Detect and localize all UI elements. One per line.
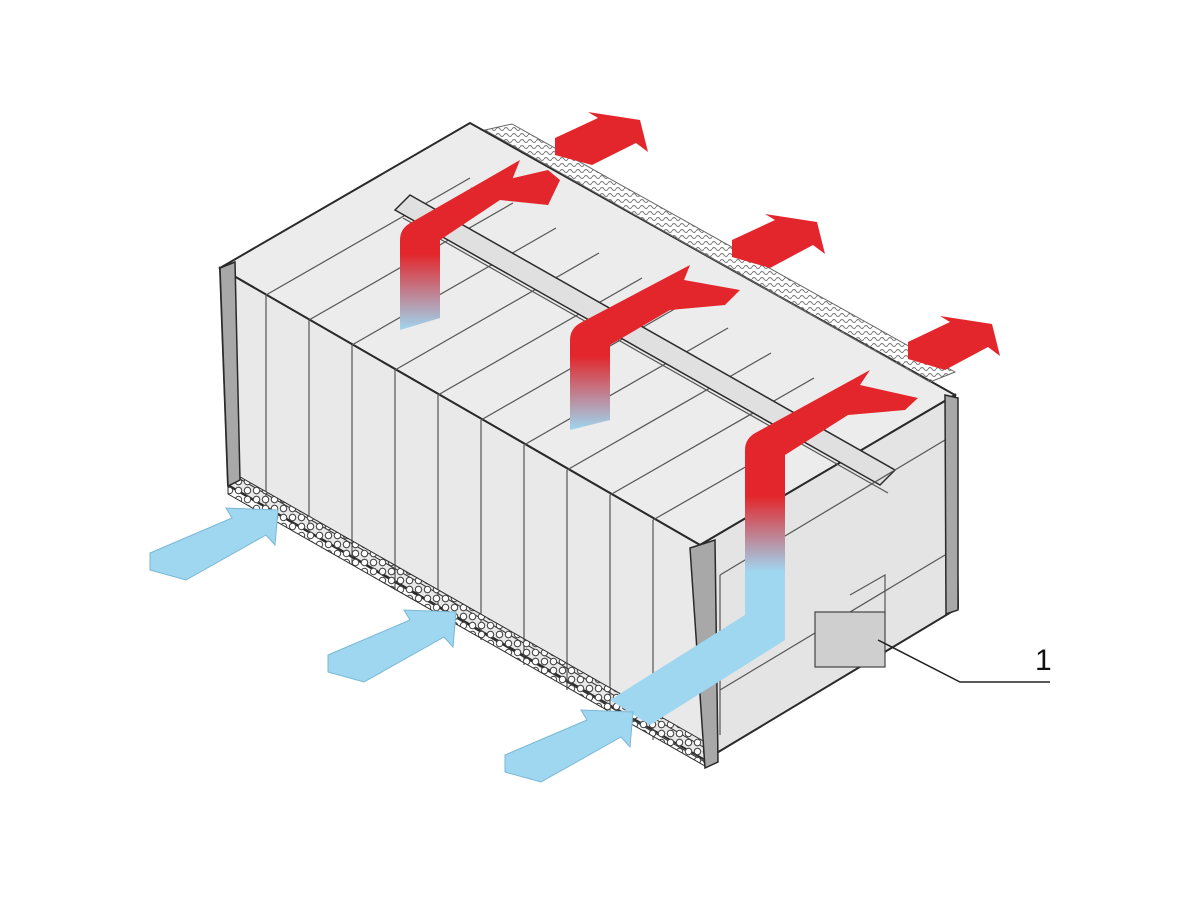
cool-air-intake-arrow-1 [149,507,279,581]
hot-air-riser-3 [610,370,918,725]
plug-in-modules [265,177,858,740]
top-vent-mesh [483,123,957,383]
callout-label: 1 [1035,644,1052,677]
hot-air-exhaust-arrow-1 [555,112,648,165]
hot-air-exhaust-arrow-3 [908,316,1000,370]
front-left-corner-bar [219,260,241,488]
hot-air-riser-2 [570,265,740,430]
end-frame-structure [719,439,946,735]
hot-air-exhaust-arrow-2 [732,214,825,268]
rear-right-corner-bar [944,394,959,616]
cool-air-intake-arrow-2 [327,609,457,683]
callout-leader-line [877,639,1050,683]
hot-air-riser-1 [400,160,560,330]
cool-air-intake-arrow-3 [504,709,634,783]
